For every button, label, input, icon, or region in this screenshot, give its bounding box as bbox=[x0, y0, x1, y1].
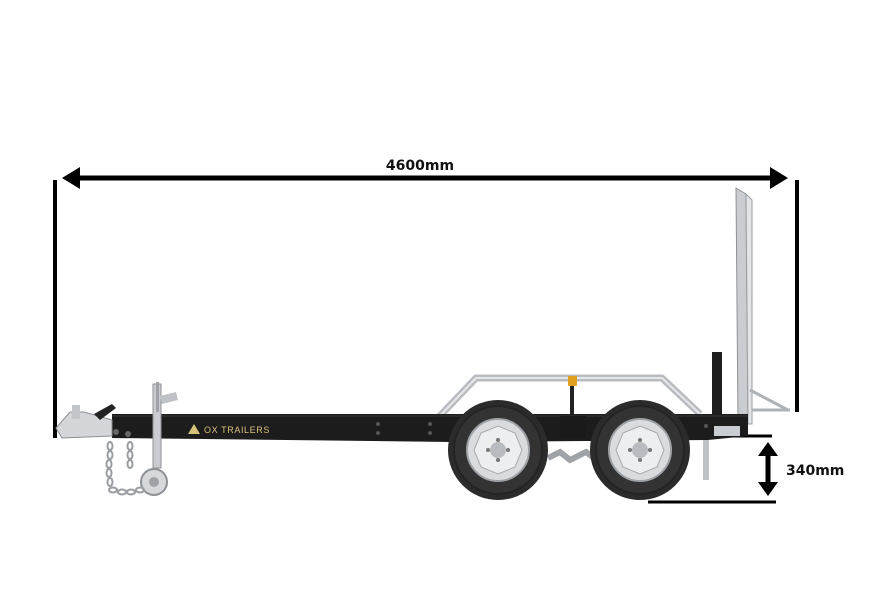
tow-coupling-icon bbox=[55, 404, 131, 439]
ramp-height-label: 340mm bbox=[786, 463, 844, 479]
side-lamp bbox=[568, 376, 577, 386]
overall-length-dimension: 4600mm bbox=[53, 158, 799, 438]
loading-ramp bbox=[712, 187, 790, 425]
suspension bbox=[546, 416, 596, 464]
rear-stand bbox=[703, 440, 709, 480]
safety-chain-icon bbox=[105, 441, 145, 496]
ramp-height-dimension: 340mm bbox=[648, 434, 844, 504]
length-arrow-left-head bbox=[62, 167, 80, 189]
brand-logo-icon bbox=[188, 424, 200, 434]
front-wheel bbox=[448, 400, 548, 500]
length-arrow-right-head bbox=[770, 167, 788, 189]
height-arrow-top-head bbox=[758, 442, 778, 456]
rear-wheel bbox=[590, 400, 690, 500]
jockey-wheel-icon bbox=[140, 382, 178, 496]
overall-length-label: 4600mm bbox=[386, 158, 454, 174]
brand-decal: OX TRAILERS bbox=[204, 425, 270, 435]
trailer-illustration: OX TRAILERS bbox=[55, 187, 790, 500]
height-arrow-bottom-head bbox=[758, 482, 778, 496]
